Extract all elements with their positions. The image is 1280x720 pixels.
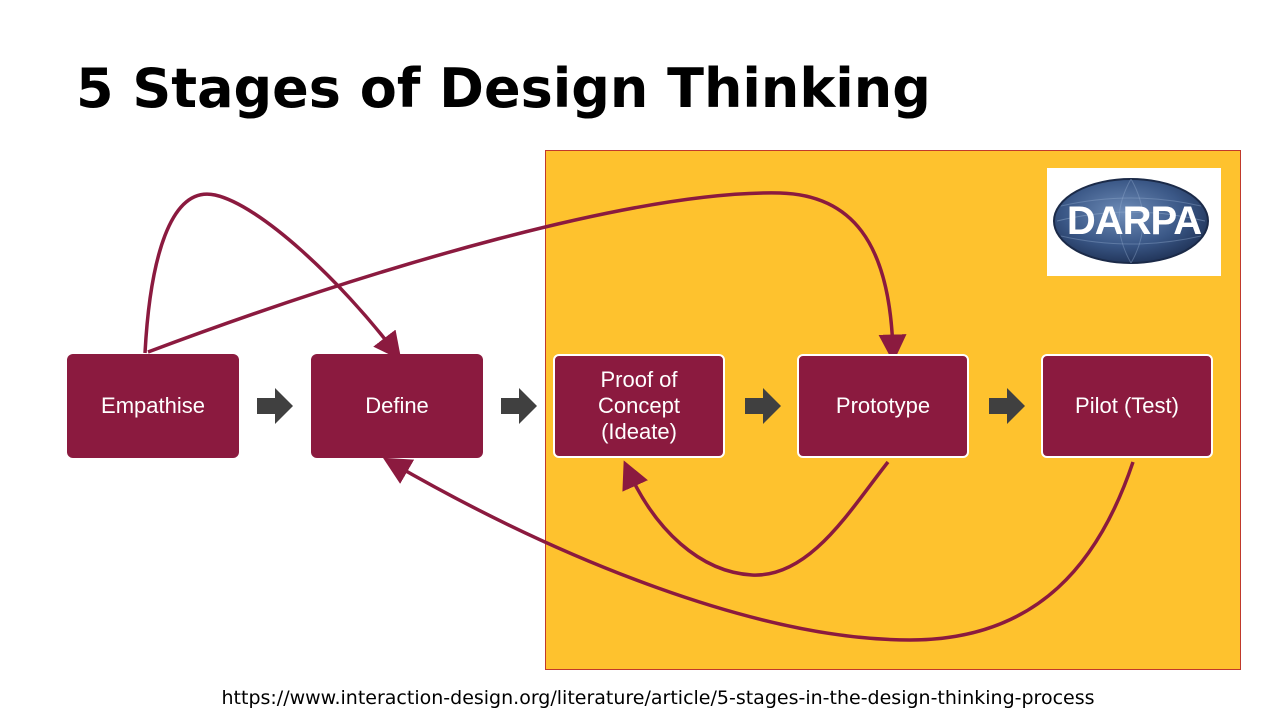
slide-title: 5 Stages of Design Thinking [76, 57, 931, 120]
darpa-logo: DARPA [1047, 168, 1221, 276]
stage-label: Proof of Concept (Ideate) [598, 367, 680, 444]
stage-test: Pilot (Test) [1041, 354, 1213, 458]
stage-label: Prototype [835, 393, 931, 418]
logo-text: DARPA [1066, 199, 1202, 243]
loop-test-to-define [382, 457, 1135, 642]
loop-prototype-to-ideate [622, 460, 890, 577]
darpa-globe-icon [1053, 178, 1209, 264]
step-arrow-icon [989, 388, 1025, 424]
loop-empathise-to-define [143, 192, 402, 361]
step-arrow-icon [257, 388, 293, 424]
stage-label: Empathise [101, 393, 205, 418]
step-arrow-icon [745, 388, 781, 424]
stage-empathise: Empathise [67, 354, 239, 458]
source-url: https://www.interaction-design.org/liter… [221, 687, 1095, 709]
stage-ideate: Proof of Concept (Ideate) [553, 354, 725, 458]
stage-label: Pilot (Test) [1075, 393, 1179, 418]
step-arrow-icon [501, 388, 537, 424]
stage-label: Define [365, 393, 429, 418]
loop-empathise-to-prototype [147, 191, 907, 363]
stage-define: Define [311, 354, 483, 458]
stage-prototype: Prototype [797, 354, 969, 458]
